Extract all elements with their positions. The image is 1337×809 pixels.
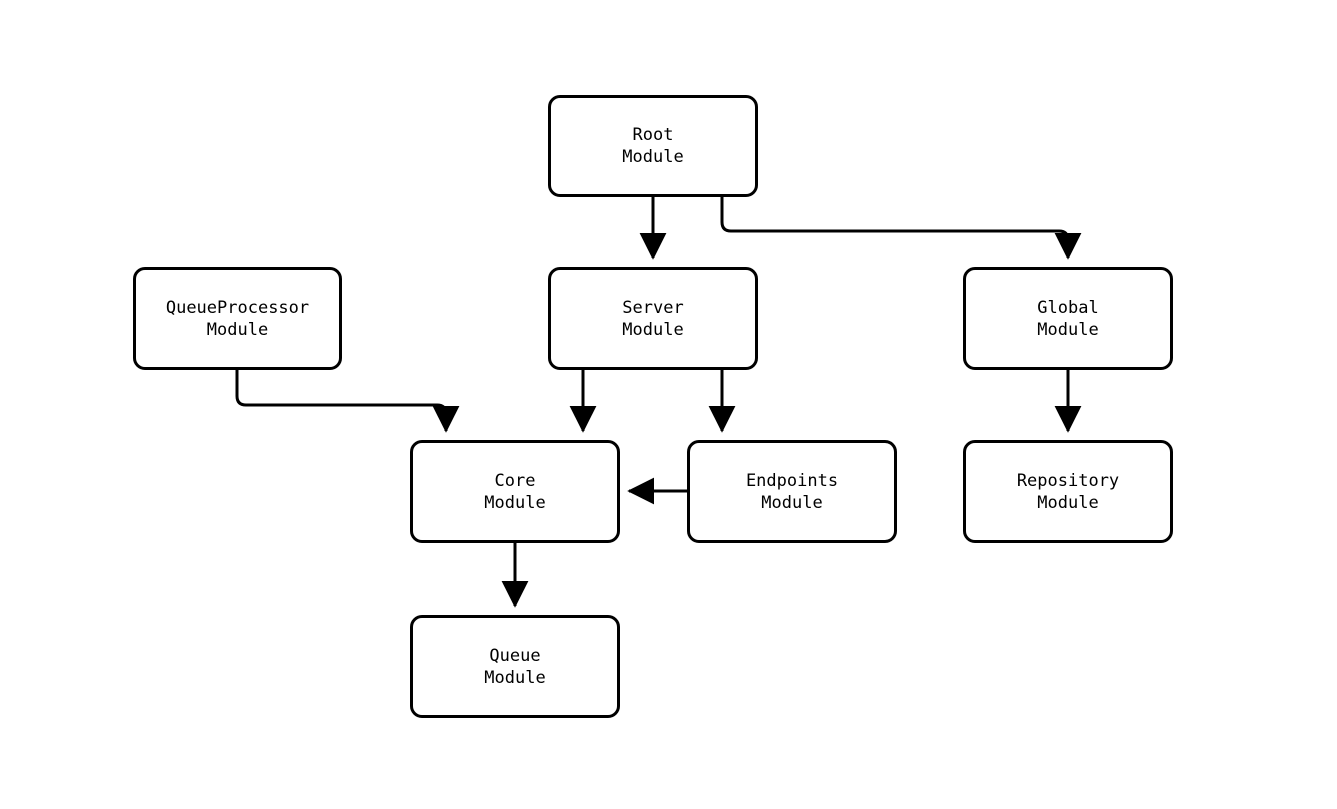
node-label-line2: Module [484,667,546,688]
node-repository-module[interactable]: Repository Module [963,440,1173,543]
node-label-line2: Module [484,492,546,513]
node-label-line2: Module [1037,319,1099,340]
node-queue-module[interactable]: Queue Module [410,615,620,718]
node-label-line1: QueueProcessor [165,297,310,318]
node-label-line2: Module [622,147,684,167]
edge-root-to-global [720,197,1082,260]
node-label-line2: Module [622,319,684,340]
node-endpoints-module[interactable]: Endpoints Module [687,440,897,543]
node-queueprocessor-module[interactable]: QueueProcessor Module [133,267,342,370]
node-label-line1: Repository [1016,470,1120,491]
node-global-module[interactable]: Global Module [963,267,1173,370]
edge-queueprocessor-to-core [235,370,460,433]
node-label-line2: Module [1037,492,1099,513]
node-label-line1: Queue [489,645,541,666]
node-server-module[interactable]: Server Module [548,267,758,370]
node-label-line1: Root [632,125,674,145]
node-root-module[interactable]: Root Module [548,95,758,197]
node-label-line1: Global [1037,297,1099,318]
node-label-line2: Module [206,319,269,340]
node-core-module[interactable]: Core Module [410,440,620,543]
node-label-line1: Core [494,470,536,491]
node-label-line2: Module [761,492,823,513]
node-label-line1: Server [622,297,684,318]
node-label-line1: Endpoints [745,470,839,491]
